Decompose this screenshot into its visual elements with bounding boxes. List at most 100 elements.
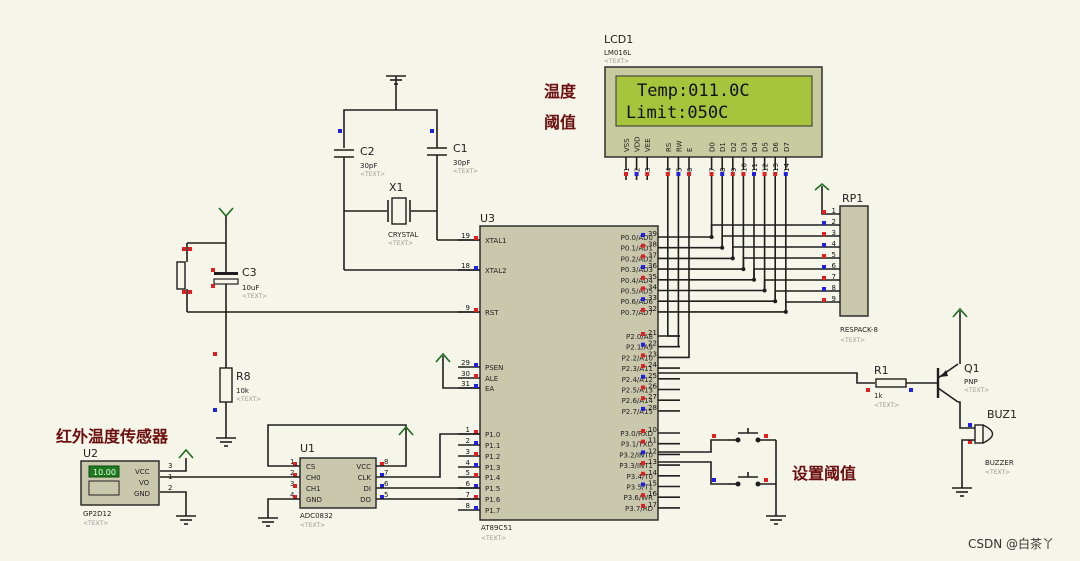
- annotation-limit: 阈值: [544, 113, 576, 132]
- rp1-pin-dot: [822, 210, 826, 214]
- transistor-q1[interactable]: Q1 PNP <TEXT>: [936, 362, 989, 403]
- ground-symbol-top: [386, 75, 406, 110]
- u2-pin-num-2: 2: [168, 484, 172, 492]
- q1-text: <TEXT>: [964, 387, 989, 394]
- capacitor-c1[interactable]: C1 30pF <TEXT>: [427, 129, 478, 175]
- rp1-pin-number: 5: [832, 251, 836, 259]
- u1-pin-label-gnd: GND: [306, 496, 322, 504]
- lcd-pin-label-d5: D5: [762, 142, 770, 152]
- wire-u2-gnd: [160, 491, 187, 516]
- r1-text: <TEXT>: [874, 402, 899, 409]
- mcu-pin-label-15: P3.5/T1: [627, 484, 653, 492]
- junction-dot: [752, 277, 756, 282]
- wire-buzzer-gnd: [961, 439, 975, 488]
- mcu-pin-dot: [641, 275, 645, 280]
- reset-switch[interactable]: [176, 243, 192, 312]
- buzzer-buz1[interactable]: BUZ1 BUZZER <TEXT>: [968, 408, 1017, 476]
- capacitor-c3[interactable]: C3 10uF <TEXT>: [211, 266, 267, 300]
- mcu-pin-dot: [641, 307, 645, 312]
- q1-ref: Q1: [964, 362, 980, 375]
- u1-pin-label-ch1: CH1: [306, 485, 321, 493]
- button-set-2[interactable]: [712, 472, 776, 487]
- sensor-u2[interactable]: U2 10.00 VCC VO GND 3 1 2 GP2D12 <TEXT>: [80, 447, 172, 527]
- button-set-1[interactable]: [712, 428, 776, 443]
- mcu-pin-dot: [641, 493, 645, 498]
- u1-pin-number: 6: [384, 480, 389, 488]
- rp1-pin-number: 3: [832, 229, 836, 237]
- rp1-value: RESPACK-8: [840, 326, 878, 334]
- mcu-pin-dot: [641, 342, 645, 347]
- u1-pin-label-do: DO: [360, 496, 371, 504]
- mcu-pin-label-32: P0.7/AD7: [621, 309, 653, 317]
- lcd-line-1: Temp:011.0C: [637, 81, 750, 101]
- mcu-pin-number-2: 2: [466, 437, 470, 445]
- lcd-pin-dot: [634, 172, 639, 176]
- lcd-pin-dot: [730, 172, 735, 176]
- lcd-screen: [615, 75, 813, 127]
- mcu-pin-dot: [641, 243, 645, 248]
- mcu-pin-dot: [474, 308, 478, 312]
- u1-pin-label-cs: CS: [306, 463, 316, 471]
- lcd-pin-dot: [762, 172, 767, 176]
- u1-pin-number: 5: [384, 491, 388, 499]
- mcu-pin-dot: [641, 406, 645, 411]
- u1-pin-number: 1: [290, 458, 294, 466]
- x1-ref: X1: [389, 181, 404, 194]
- mcu-pin-number-34: 34: [648, 284, 657, 292]
- r8-ref: R8: [236, 370, 251, 383]
- u1-pin-dot: [380, 462, 384, 466]
- c2-ref: C2: [360, 145, 375, 158]
- lcd-pin-number: 12: [762, 163, 770, 172]
- mcu-pin-label-8: P1.7: [485, 507, 500, 515]
- lcd-pin-dot: [773, 172, 778, 176]
- rp1-pin-dot: [822, 221, 826, 225]
- u1-pin-label-vcc: VCC: [356, 463, 371, 471]
- u1-pin-number: 3: [290, 480, 294, 488]
- mcu-pin-dot: [474, 473, 478, 477]
- lcd-pin-label-e: E: [686, 148, 694, 152]
- r1-ref: R1: [874, 364, 889, 377]
- mcu-pin-label-26: P2.5/A13: [622, 387, 653, 395]
- u1-value: ADC0832: [300, 512, 333, 520]
- u2-display: 10.00: [93, 468, 116, 477]
- power-arrow-q1: [952, 307, 968, 318]
- lcd-control-wires: [625, 176, 690, 359]
- adc-u1[interactable]: U1 ADC0832 <TEXT> CS1CH02CH13GND4VCC8CLK…: [290, 442, 389, 529]
- mcu-pin-label-2: P1.1: [485, 442, 500, 450]
- mcu-pin-number-22: 22: [648, 340, 657, 348]
- crystal-x1[interactable]: X1 CRYSTAL <TEXT>: [387, 181, 419, 247]
- mcu-pin-number-35: 35: [648, 273, 657, 281]
- mcu-pin-dot: [641, 364, 645, 369]
- junction-dot: [730, 256, 735, 261]
- junction-dot: [741, 267, 746, 272]
- u2-text: <TEXT>: [83, 520, 108, 527]
- lcd-pin-dot: [720, 172, 725, 176]
- buz1-text: <TEXT>: [985, 469, 1010, 476]
- mcu-pin-dot: [641, 233, 645, 237]
- mcu-pin-number-15: 15: [648, 480, 657, 488]
- lcd-pin-number: 8: [719, 168, 727, 172]
- lcd-pin-number: 14: [783, 163, 791, 172]
- mcu-pin-label-31: EA: [485, 385, 494, 393]
- mcu-pin-number-32: 32: [648, 305, 657, 313]
- mcu-pin-dot: [474, 452, 478, 456]
- mcu-pin-dot: [474, 484, 478, 488]
- annotation-temp: 温度: [543, 82, 577, 101]
- c1-ref: C1: [453, 142, 468, 155]
- lcd-model: LM016L: [604, 49, 631, 57]
- c1-text: <TEXT>: [453, 168, 478, 175]
- capacitor-c2[interactable]: C2 30pF <TEXT>: [334, 129, 385, 178]
- lcd-pin-number: 11: [751, 163, 759, 172]
- lcd-module[interactable]: LCD1 LM016L <TEXT> Temp:011.0C Limit:050…: [604, 33, 823, 176]
- wire-u2-vcc: [160, 458, 187, 472]
- lcd-pin-dot: [645, 172, 650, 176]
- lcd-pin-number: 6: [686, 167, 694, 172]
- mcu-u3[interactable]: U3 AT89C51 <TEXT> 19XTAL118XTAL29RST29PS…: [458, 212, 680, 542]
- mcu-pin-dot: [474, 463, 478, 467]
- wire-q1-buzzer: [958, 401, 975, 429]
- ground-symbol-buttons: [766, 515, 786, 525]
- mcu-pin-number-11: 11: [648, 437, 657, 445]
- q1-value: PNP: [964, 378, 978, 386]
- lcd-pin-label-rs: RS: [665, 142, 673, 152]
